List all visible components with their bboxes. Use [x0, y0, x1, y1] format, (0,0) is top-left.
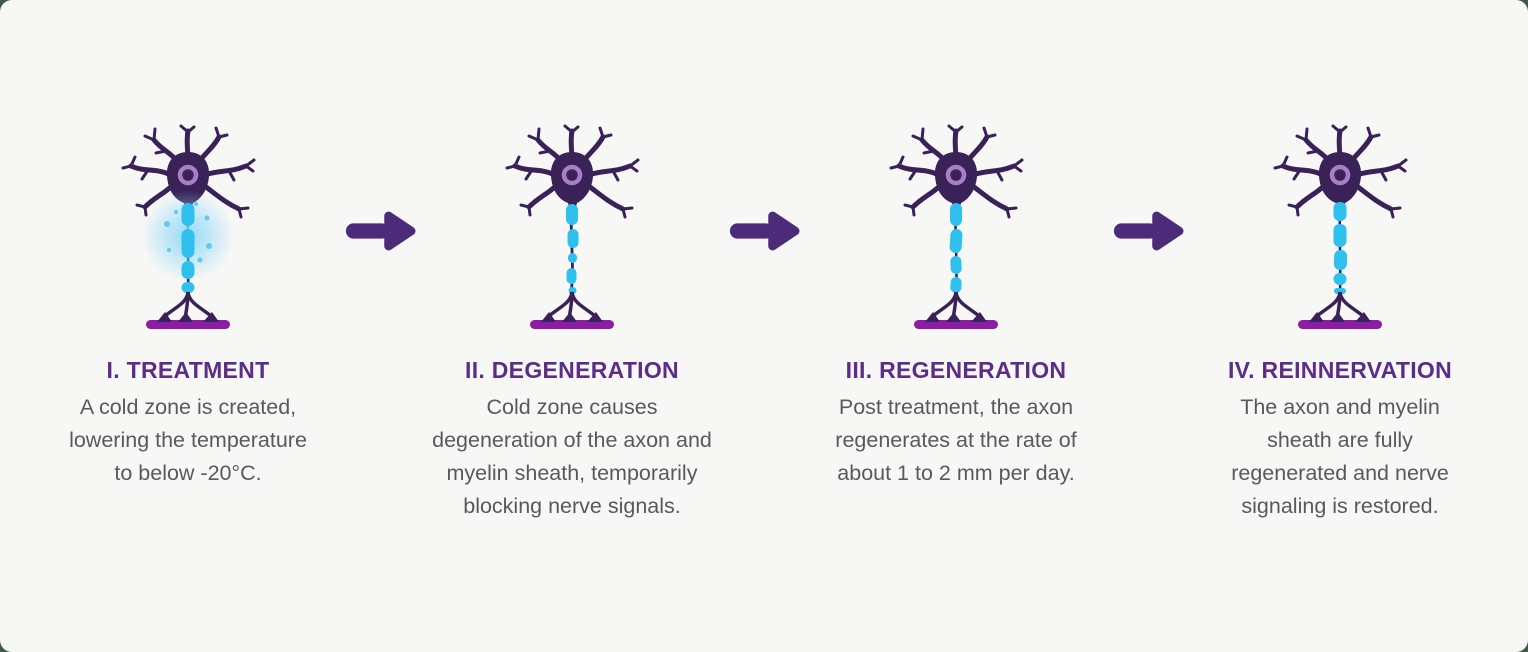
myelin-segments-regenerating: [949, 203, 963, 293]
neuron-degeneration-illustration: [492, 124, 652, 339]
stage-title: I. TREATMENT: [106, 357, 270, 383]
soma: [1318, 152, 1362, 219]
dendrites: [121, 124, 256, 219]
stage-treatment: I. TREATMENT A cold zone is created, low…: [38, 124, 338, 490]
stage-regeneration: III. REGENERATION Post treatment, the ax…: [806, 124, 1106, 490]
synapse-bar: [530, 320, 614, 329]
nucleus: [561, 164, 583, 186]
myelin-segments-restored: [1333, 202, 1348, 294]
nucleus: [945, 164, 967, 186]
stage-description: Post treatment, the axon regenerates at …: [835, 395, 1077, 485]
arrow-cell: [1106, 209, 1190, 253]
soma: [934, 152, 978, 219]
cold-sparkles: [164, 202, 212, 263]
terminal-feet: [1309, 312, 1371, 322]
stage-title: II. DEGENERATION: [465, 357, 679, 383]
neuron-icon: [889, 124, 1024, 329]
stage-description: A cold zone is created, lowering the tem…: [69, 395, 307, 485]
right-arrow-icon: [345, 211, 416, 251]
nucleus: [1329, 164, 1351, 186]
arrow-cell: [722, 209, 806, 253]
stage-description: Cold zone causes degeneration of the axo…: [432, 395, 712, 518]
neuron-icon: [505, 124, 640, 329]
neuron-icon: [1273, 124, 1408, 329]
terminal-feet: [541, 312, 603, 322]
terminal-feet: [157, 312, 219, 322]
stage-title: III. REGENERATION: [845, 357, 1067, 383]
stage-title: IV. REINNERVATION: [1227, 357, 1453, 383]
neuron-icon: [121, 124, 256, 329]
right-arrow-icon: [1113, 211, 1184, 251]
terminal-feet: [925, 312, 987, 322]
neuron-regeneration-illustration: [876, 124, 1036, 339]
synapse-bar: [914, 320, 998, 329]
neuron-cold-zone-illustration: [108, 124, 268, 339]
myelin-segments: [181, 203, 195, 293]
stage-description: The axon and myelin sheath are fully reg…: [1231, 395, 1449, 518]
myelin-segments-degenerating: [566, 204, 579, 294]
soma: [166, 152, 210, 219]
synapse-bar: [1298, 320, 1382, 329]
right-arrow-icon: [729, 211, 800, 251]
nucleus: [177, 164, 199, 186]
arrow-cell: [338, 209, 422, 253]
synapse-bar: [146, 320, 230, 329]
stage-degeneration: II. DEGENERATION Cold zone causes degene…: [422, 124, 722, 523]
stage-reinnervation: IV. REINNERVATION The axon and myelin sh…: [1190, 124, 1490, 523]
neuron-restored-illustration: [1260, 124, 1420, 339]
soma: [550, 152, 594, 219]
stages-flow: I. TREATMENT A cold zone is created, low…: [38, 124, 1490, 523]
